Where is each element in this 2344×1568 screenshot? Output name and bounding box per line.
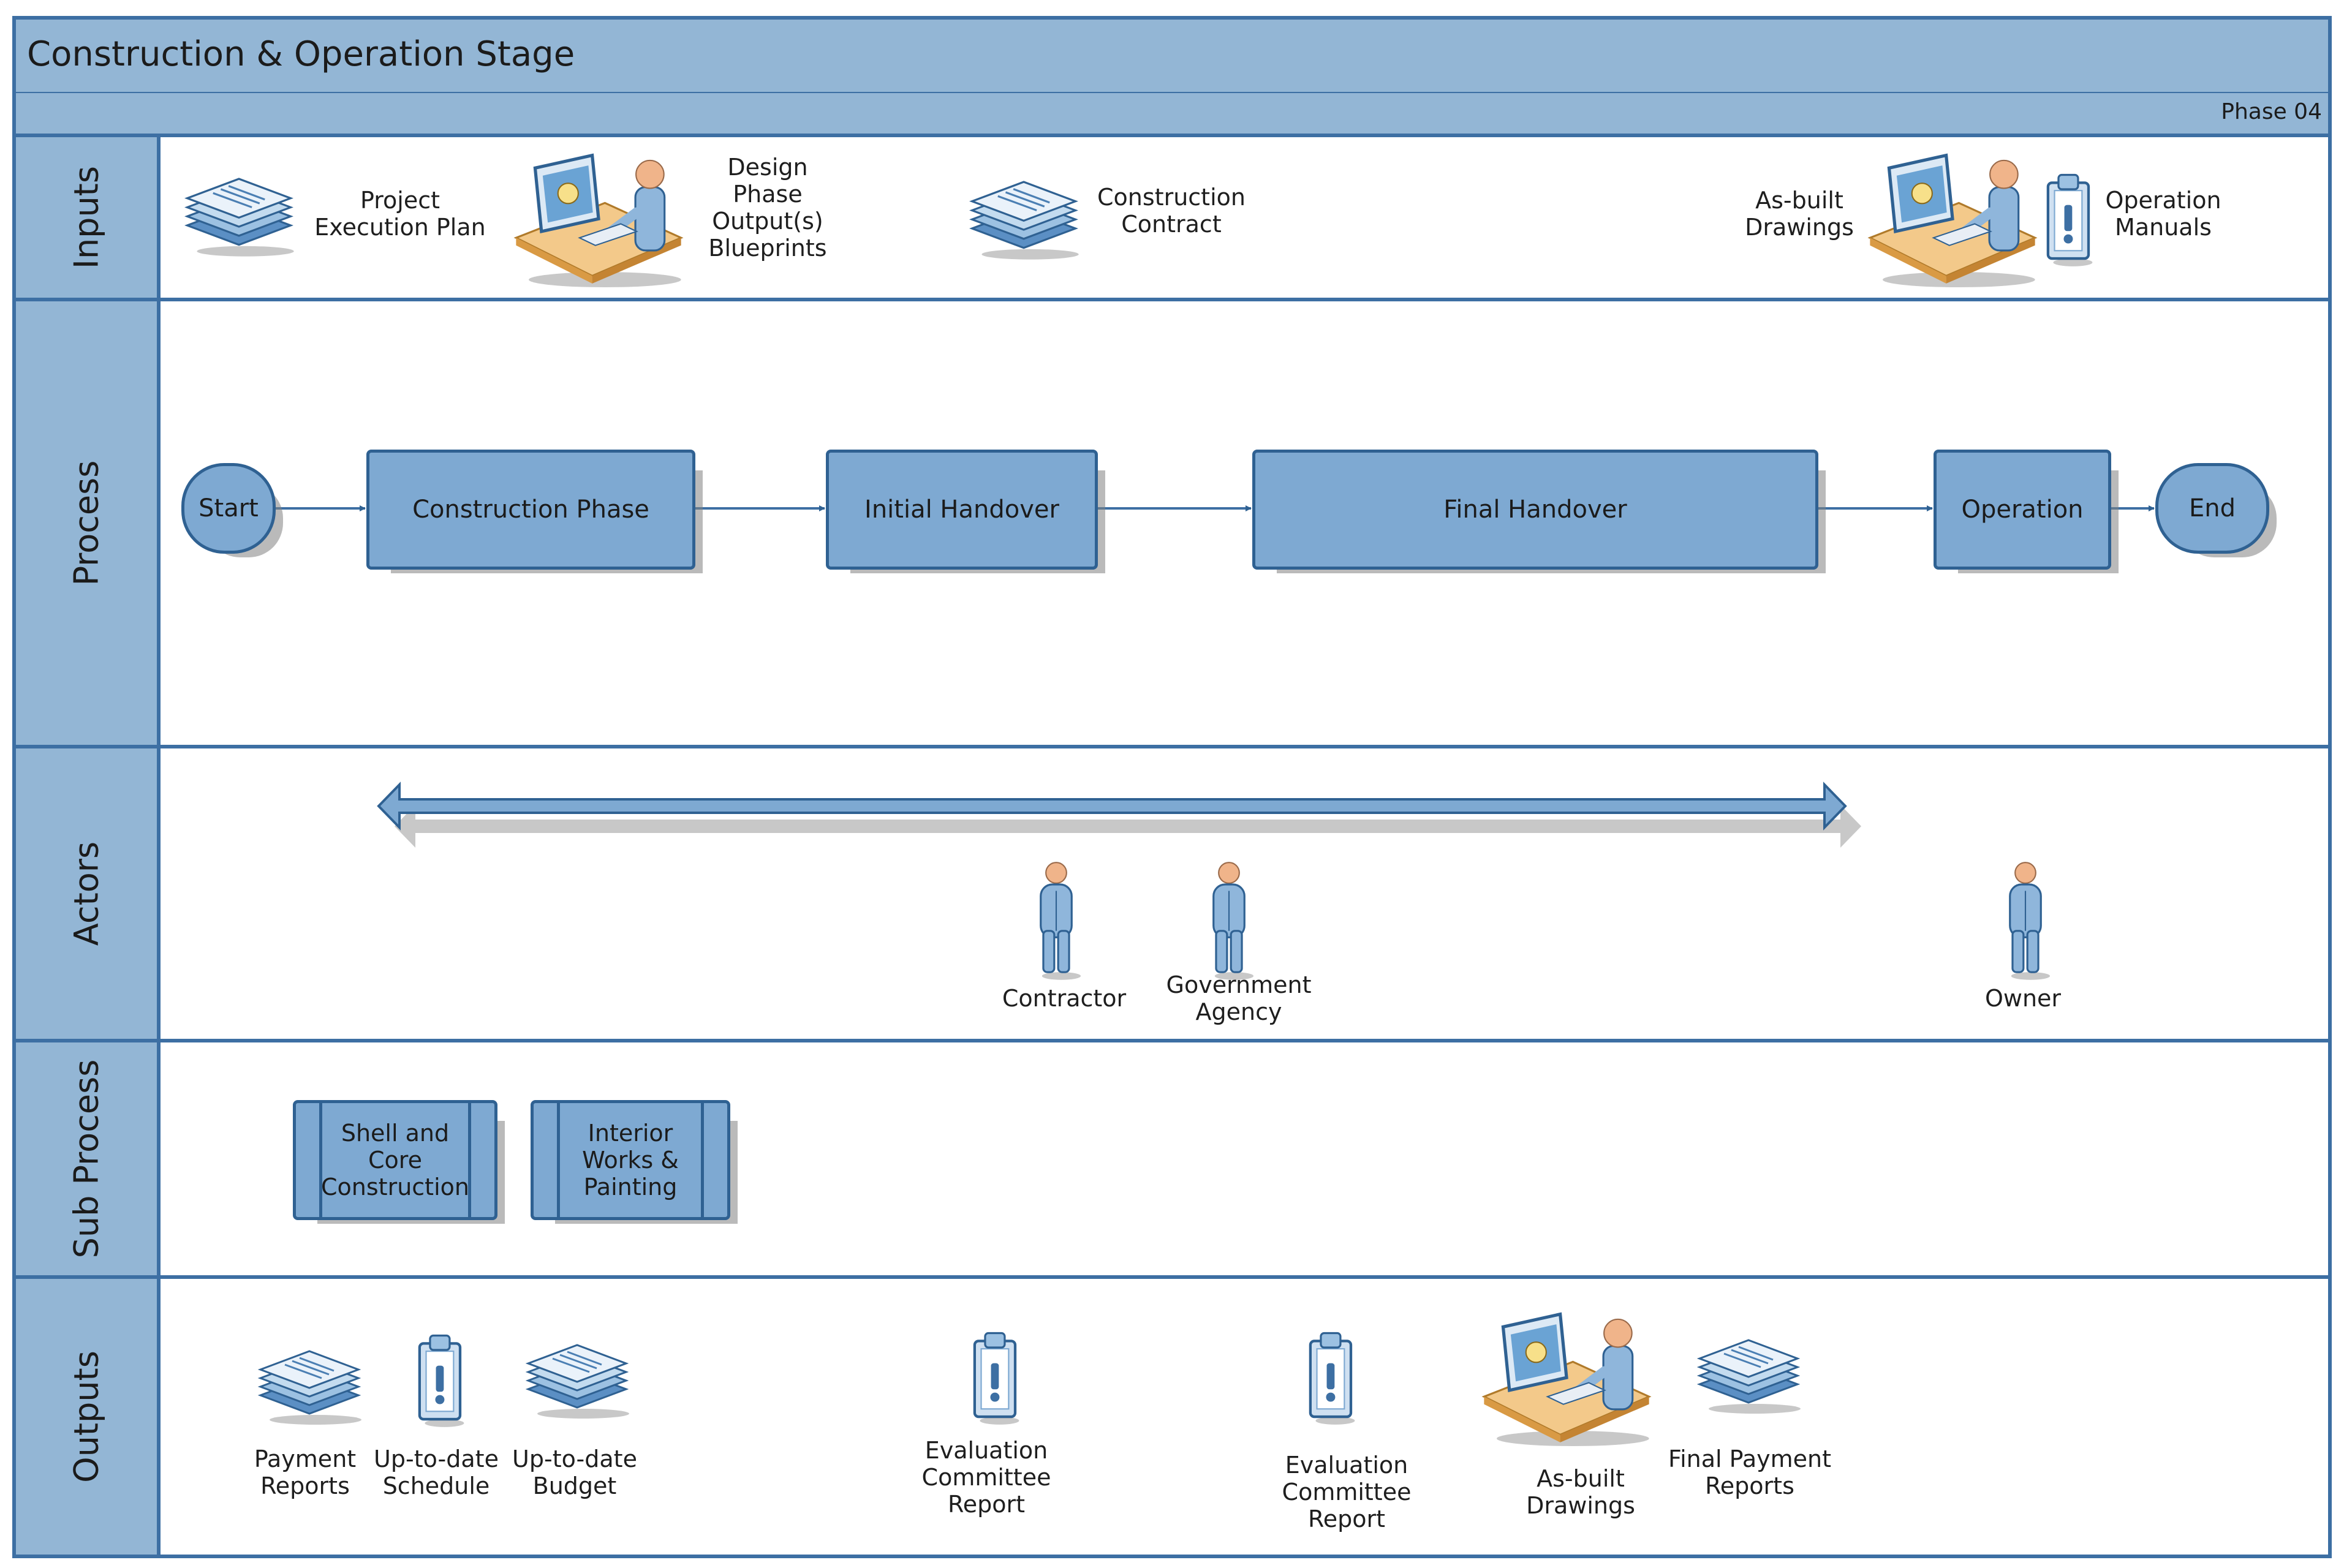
process-step: Initial Handover — [826, 450, 1098, 570]
clipboard-icon — [969, 1328, 1022, 1426]
document-stack-icon — [1693, 1330, 1804, 1416]
process-step: Operation — [1934, 450, 2111, 570]
input-label: As-built Drawings — [1745, 187, 1854, 241]
process-step-label: Operation — [1961, 496, 2084, 524]
phase-label: Phase 04 — [2221, 99, 2322, 124]
clipboard-icon — [1305, 1328, 1358, 1426]
actor-span-arrow — [377, 782, 1861, 848]
document-stack-icon — [254, 1341, 365, 1427]
input-label: Project Execution Plan — [314, 187, 486, 241]
process-step: Final Handover — [1252, 450, 1818, 570]
clipboard-icon — [414, 1330, 467, 1428]
input-label: Construction Contract — [1097, 184, 1246, 238]
actor-label: Owner — [1984, 985, 2062, 1012]
lane-header-actors: Actors — [16, 748, 161, 1039]
person-icon — [1029, 860, 1083, 982]
designer-workstation-icon — [1478, 1301, 1655, 1448]
output-label: As-built Drawings — [1526, 1465, 1635, 1519]
sub-process-label: Interior Works & Painting — [582, 1120, 679, 1200]
lane-header-inputs: Inputs — [16, 137, 161, 298]
sub-process-label: Shell and Core Construction — [321, 1120, 469, 1200]
diagram-title: Construction & Operation Stage — [27, 34, 575, 74]
phase-bar: Phase 04 — [12, 93, 2332, 137]
process-step-label: Final Handover — [1443, 496, 1627, 524]
start-label: Start — [198, 494, 259, 522]
input-label: Design Phase Output(s) Blueprints — [708, 154, 827, 262]
end-terminal: End — [2155, 463, 2269, 554]
lane-outputs: Outputs — [12, 1279, 2332, 1558]
actor-label: Contractor — [1002, 985, 1127, 1012]
actor-label: Government Agency — [1166, 971, 1312, 1025]
process-step-label: Construction Phase — [412, 496, 649, 524]
output-label: Payment Reports — [254, 1446, 357, 1499]
output-label: Up-to-date Schedule — [374, 1446, 499, 1499]
sub-process-box: Shell and Core Construction — [293, 1100, 497, 1220]
process-step: Construction Phase — [366, 450, 695, 570]
output-label: Evaluation Committee Report — [1282, 1452, 1412, 1532]
end-label: End — [2188, 494, 2236, 522]
start-terminal: Start — [181, 463, 276, 554]
input-label: Operation Manuals — [2105, 187, 2221, 241]
lane-header-outputs: Outputs — [16, 1279, 161, 1555]
process-step-label: Initial Handover — [864, 496, 1059, 524]
output-label: Up-to-date Budget — [512, 1446, 637, 1499]
output-label: Evaluation Committee Report — [921, 1437, 1051, 1518]
sub-process-box: Interior Works & Painting — [531, 1100, 730, 1220]
lane-header-sub-process: Sub Process — [16, 1042, 161, 1275]
person-icon — [1998, 860, 2052, 982]
lane-header-process: Process — [16, 301, 161, 745]
person-icon — [1202, 860, 1256, 982]
output-label: Final Payment Reports — [1668, 1446, 1832, 1499]
document-stack-icon — [522, 1335, 632, 1421]
